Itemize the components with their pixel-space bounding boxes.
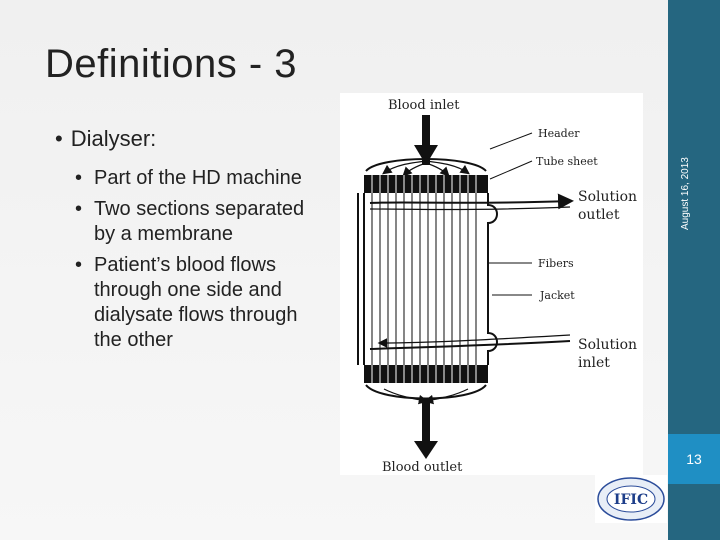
date-label: August 16, 2013	[680, 157, 691, 230]
header-dome	[365, 158, 487, 172]
main-bullet: • Dialyser:	[55, 126, 156, 152]
fibers	[371, 193, 477, 365]
label-header: Header	[538, 127, 580, 140]
logo-text: IFIC	[614, 492, 648, 508]
label-solution-inlet-2: inlet	[578, 355, 610, 371]
sub-bullet: •Part of the HD machine	[75, 167, 302, 189]
outlet-arrow	[414, 441, 438, 459]
sub-bullet: •Patient’s blood flows through one side …	[75, 254, 298, 351]
sub-bullet-list: •Part of the HD machine •Two sections se…	[75, 166, 325, 359]
slide-title: Definitions - 3	[45, 42, 298, 86]
bullet-dot: •	[55, 126, 63, 151]
tube-sheet-top	[364, 175, 488, 193]
sub-bullet-text: Patient’s blood flows through one side a…	[94, 254, 298, 351]
label-blood-outlet: Blood outlet	[382, 460, 463, 475]
label-solution-outlet-1: Solution	[578, 189, 637, 205]
dialyser-svg: Blood inlet	[357, 98, 637, 475]
main-bullet-text: Dialyser:	[70, 126, 157, 151]
label-jacket: Jacket	[539, 289, 575, 302]
dialyser-diagram: Blood inlet	[340, 93, 643, 475]
label-blood-inlet: Blood inlet	[388, 98, 460, 113]
label-solution-outlet-2: outlet	[578, 207, 620, 223]
inlet-pipe	[422, 115, 430, 165]
sub-bullet-text: Part of the HD machine	[94, 167, 302, 189]
label-fibers: Fibers	[538, 257, 574, 270]
bottom-dome	[365, 384, 487, 400]
jacket-outline	[363, 193, 498, 365]
sub-bullet: •Two sections separated by a membrane	[75, 198, 305, 245]
tube-sheet-bottom	[364, 365, 488, 383]
page-number: 13	[668, 434, 720, 484]
ific-logo: IFIC	[595, 475, 667, 523]
label-tube-sheet: Tube sheet	[536, 155, 598, 168]
label-solution-inlet-1: Solution	[578, 337, 637, 353]
outlet-pipe	[422, 399, 430, 443]
sub-bullet-text: Two sections separated by a membrane	[94, 198, 305, 245]
inlet-arrow	[414, 145, 438, 165]
